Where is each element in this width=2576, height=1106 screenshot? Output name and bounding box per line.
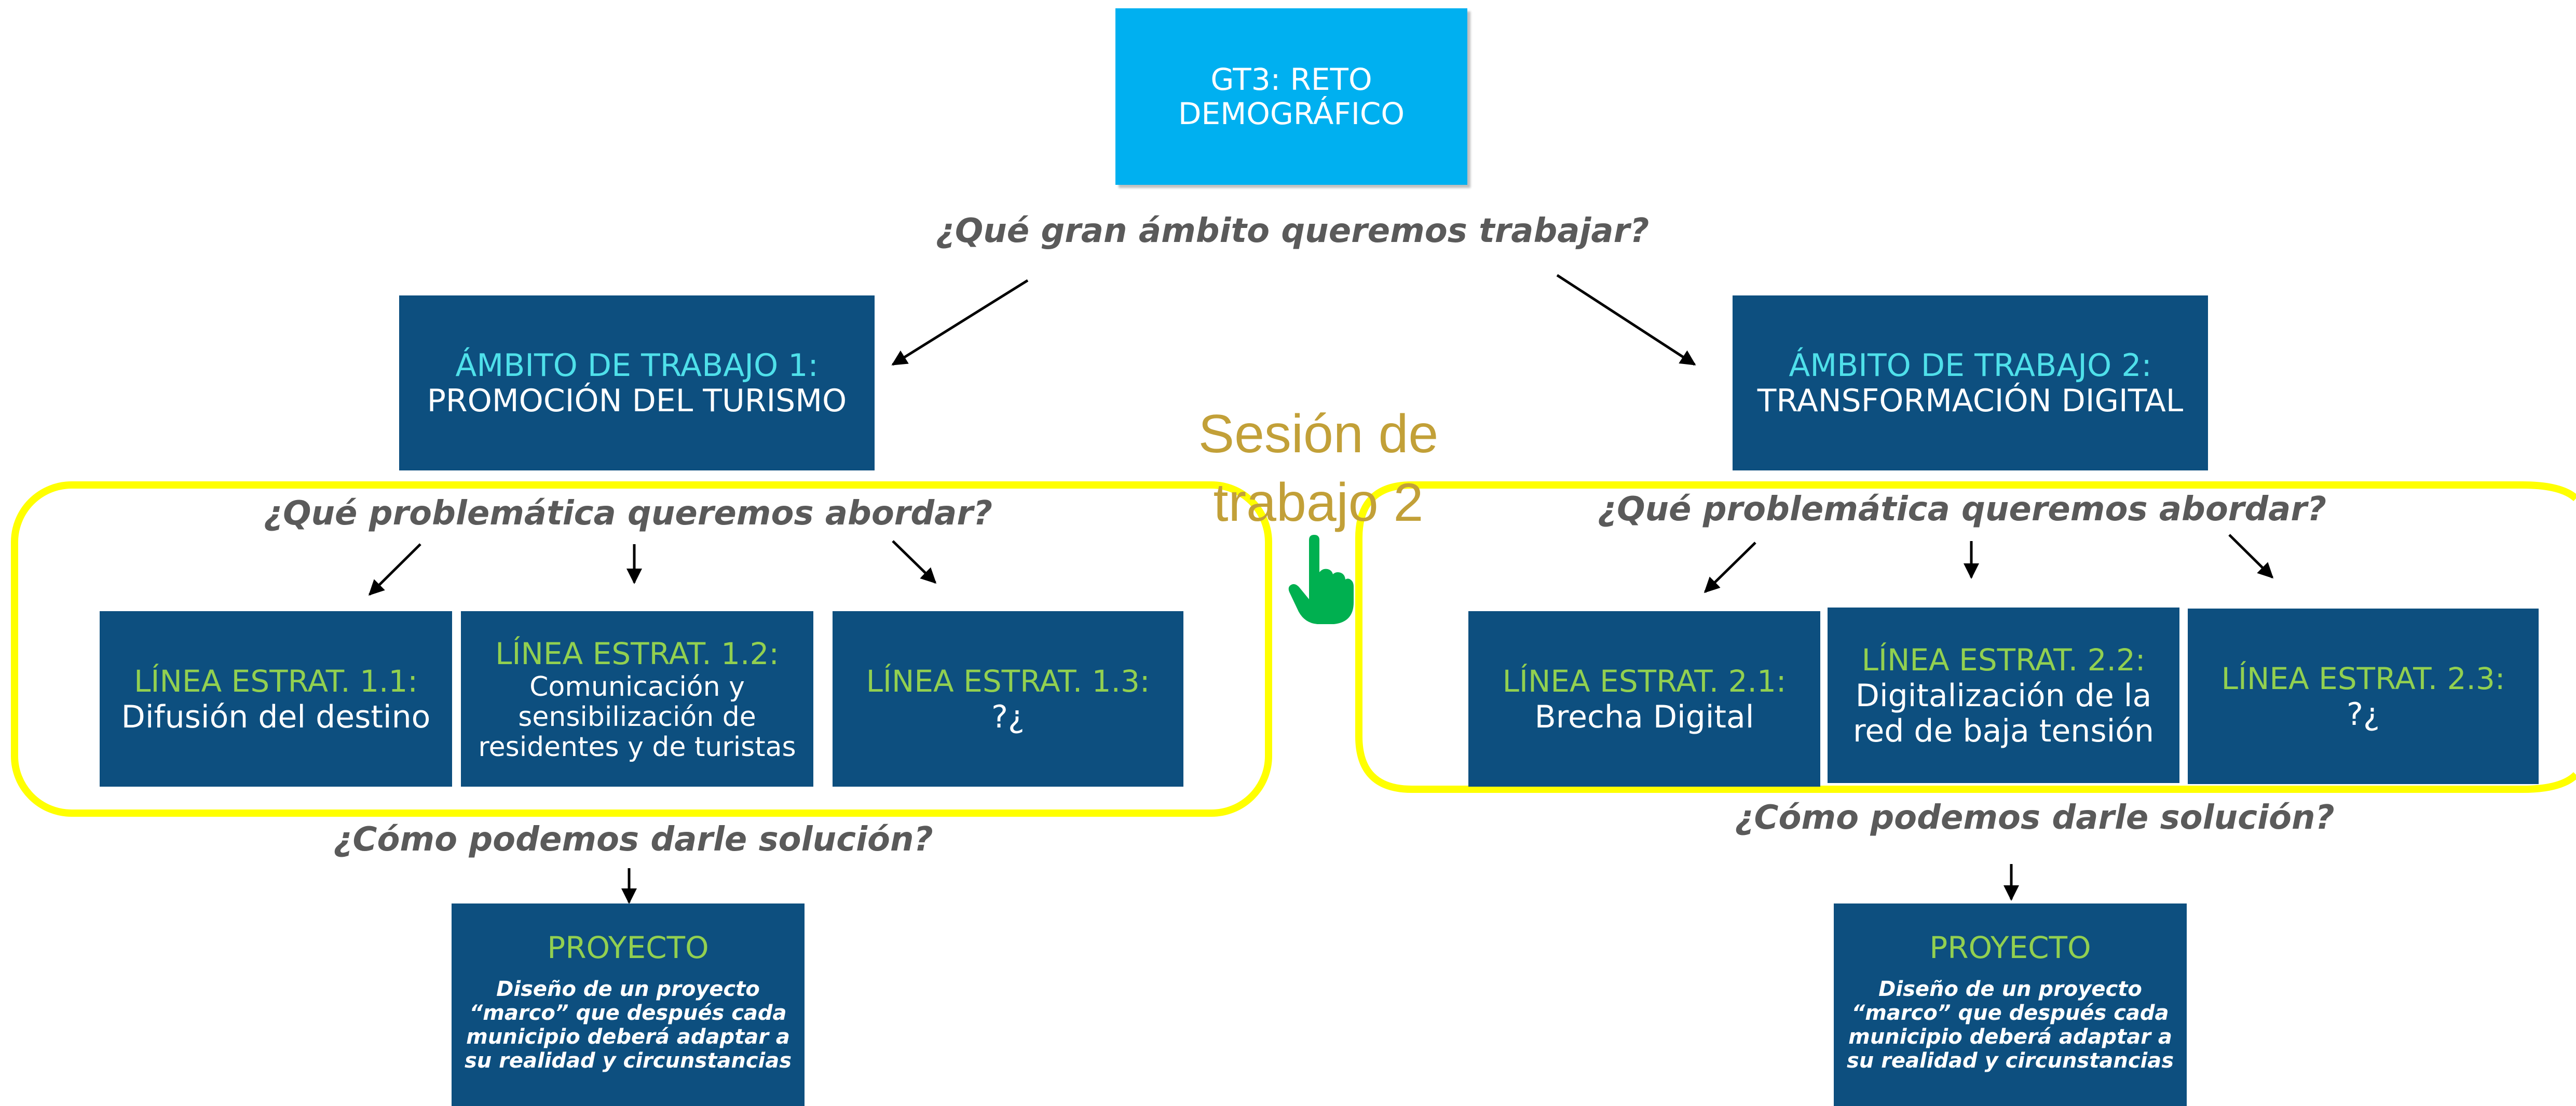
- arrow-to-linea-2-1: [1703, 542, 1756, 594]
- question-problem-left: ¿Qué problemática queremos abordar?: [263, 494, 993, 533]
- question-problem-right: ¿Qué problemática queremos abordar?: [1597, 490, 2327, 529]
- ambito-2-box: ÁMBITO DE TRABAJO 2: TRANSFORMACIÓN DIGI…: [1733, 295, 2208, 470]
- arrow-to-linea-1-3: [892, 540, 937, 584]
- linea-1-2-box: LÍNEA ESTRAT. 1.2: Comunicación y sensib…: [461, 611, 813, 787]
- linea-2-2-box: LÍNEA ESTRAT. 2.2: Digitalización de la …: [1828, 608, 2179, 783]
- linea-1-1-box: LÍNEA ESTRAT. 1.1: Difusión del destino: [100, 611, 452, 787]
- linea-2-3-box: LÍNEA ESTRAT. 2.3: ?¿: [2188, 609, 2539, 784]
- arrow-to-ambito-1: [891, 279, 1029, 366]
- linea-1-2-desc: Comunicación y sensibilización de reside…: [478, 671, 796, 763]
- linea-2-1-title: LÍNEA ESTRAT. 2.1:: [1502, 664, 1787, 699]
- proyecto-1-box: PROYECTO Diseño de un proyecto “marco” q…: [452, 903, 805, 1106]
- proyecto-1-desc: Diseño de un proyecto “marco” que despué…: [464, 977, 792, 1073]
- linea-2-2-desc: Digitalización de la red de baja tensión: [1853, 678, 2154, 749]
- linea-2-3-title: LÍNEA ESTRAT. 2.3:: [2221, 661, 2505, 696]
- arrow-to-ambito-2: [1556, 274, 1696, 366]
- proyecto-1-title: PROYECTO: [547, 930, 709, 965]
- proyecto-2-desc: Diseño de un proyecto “marco” que despué…: [1846, 977, 2174, 1073]
- highlight-outline-right: [1355, 481, 2576, 793]
- linea-1-1-title: LÍNEA ESTRAT. 1.1:: [134, 664, 418, 699]
- linea-1-3-title: LÍNEA ESTRAT. 1.3:: [866, 664, 1150, 699]
- root-line-2: DEMOGRÁFICO: [1178, 96, 1405, 131]
- question-solution-left: ¿Cómo podemos darle solución?: [333, 820, 933, 859]
- question-solution-right: ¿Cómo podemos darle solución?: [1735, 799, 2335, 837]
- linea-1-2-title: LÍNEA ESTRAT. 1.2:: [495, 636, 779, 671]
- linea-2-1-box: LÍNEA ESTRAT. 2.1: Brecha Digital: [1468, 611, 1820, 787]
- linea-2-1-desc: Brecha Digital: [1534, 699, 1754, 735]
- proyecto-2-box: PROYECTO Diseño de un proyecto “marco” q…: [1834, 903, 2187, 1106]
- root-node: GT3: RETO DEMOGRÁFICO: [1115, 8, 1467, 185]
- arrow-to-linea-1-1: [368, 543, 421, 596]
- ambito-2-title: ÁMBITO DE TRABAJO 2:: [1789, 347, 2152, 384]
- session-label-line-1: Sesión de: [1198, 404, 1439, 464]
- proyecto-2-title: PROYECTO: [1929, 930, 2091, 965]
- arrow-to-linea-2-3: [2228, 534, 2274, 579]
- ambito-2-name: TRANSFORMACIÓN DIGITAL: [1757, 382, 2184, 419]
- highlight-outline-left: [11, 481, 1272, 817]
- root-line-1: GT3: RETO: [1210, 62, 1372, 97]
- session-label-line-2: trabajo 2: [1213, 473, 1424, 533]
- ambito-1-name: PROMOCIÓN DEL TURISMO: [427, 382, 847, 419]
- session-label: Sesión de trabajo 2: [1132, 400, 1505, 537]
- linea-1-3-desc: ?¿: [991, 699, 1025, 735]
- ambito-1-title: ÁMBITO DE TRABAJO 1:: [455, 347, 819, 384]
- question-ambito: ¿Qué gran ámbito queremos trabajar?: [935, 212, 1650, 250]
- ambito-1-box: ÁMBITO DE TRABAJO 1: PROMOCIÓN DEL TURIS…: [399, 295, 875, 470]
- linea-1-1-desc: Difusión del destino: [121, 699, 431, 735]
- linea-2-3-desc: ?¿: [2347, 696, 2380, 733]
- linea-2-2-title: LÍNEA ESTRAT. 2.2:: [1861, 642, 2146, 678]
- linea-1-3-box: LÍNEA ESTRAT. 1.3: ?¿: [833, 611, 1183, 787]
- pointing-hand-icon: [1288, 535, 1354, 624]
